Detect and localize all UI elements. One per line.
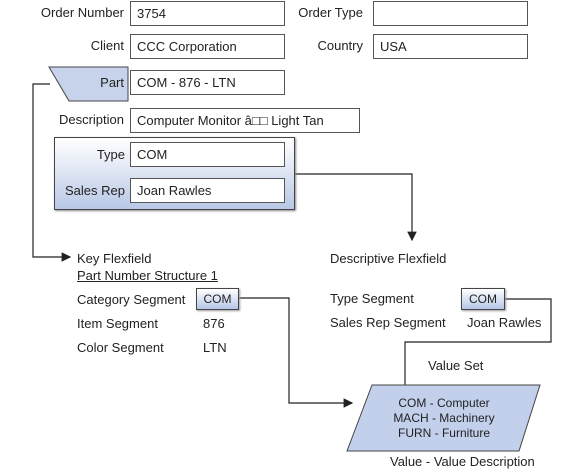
value-set-shape bbox=[346, 384, 541, 452]
order-number-field[interactable]: 3754 bbox=[130, 1, 285, 26]
color-segment-value: LTN bbox=[203, 340, 227, 355]
order-type-field[interactable] bbox=[373, 1, 528, 26]
category-segment-value: COM bbox=[196, 288, 239, 310]
country-field[interactable]: USA bbox=[373, 34, 528, 59]
arrow-type-segment-to-value-set bbox=[400, 298, 552, 395]
arrow-to-descriptive-flexfield bbox=[295, 173, 417, 242]
sales-rep-label: Sales Rep bbox=[65, 183, 125, 198]
descriptive-flexfield-title: Descriptive Flexfield bbox=[330, 251, 447, 266]
part-shape bbox=[48, 66, 129, 102]
type-field[interactable]: COM bbox=[130, 142, 285, 167]
description-field[interactable]: Computer Monitor â□□ Light Tan bbox=[130, 108, 360, 133]
color-segment-label: Color Segment bbox=[77, 340, 164, 355]
client-label: Client bbox=[90, 38, 124, 53]
arrow-category-to-value-set bbox=[239, 297, 354, 408]
value-set-entry: FURN - Furniture bbox=[397, 426, 490, 440]
value-set-entry: COM - Computer bbox=[398, 396, 490, 410]
part-field[interactable]: COM - 876 - LTN bbox=[130, 70, 285, 95]
type-segment-label: Type Segment bbox=[330, 291, 414, 306]
sales-rep-segment-value: Joan Rawles bbox=[467, 315, 542, 330]
item-segment-label: Item Segment bbox=[77, 316, 158, 331]
key-flexfield-title: Key Flexfield bbox=[77, 251, 152, 266]
order-number-label: Order Number bbox=[40, 5, 124, 20]
key-flexfield-structure: Part Number Structure 1 bbox=[77, 268, 218, 283]
client-field[interactable]: CCC Corporation bbox=[130, 34, 285, 59]
value-set-title: Value Set bbox=[428, 358, 484, 373]
arrow-part-to-key-flexfield bbox=[32, 83, 72, 262]
value-set-caption: Value - Value Description bbox=[390, 454, 535, 469]
part-label: Part bbox=[100, 75, 124, 90]
sales-rep-segment-label: Sales Rep Segment bbox=[330, 315, 446, 330]
item-segment-value: 876 bbox=[203, 316, 225, 331]
sales-rep-field[interactable]: Joan Rawles bbox=[130, 178, 285, 203]
description-label: Description bbox=[58, 112, 124, 127]
value-set-entry: MACH - Machinery bbox=[393, 411, 495, 425]
category-segment-label: Category Segment bbox=[77, 292, 186, 307]
order-type-label: Order Type bbox=[298, 5, 363, 20]
type-segment-value: COM bbox=[461, 288, 505, 310]
type-label: Type bbox=[96, 147, 125, 162]
country-label: Country bbox=[317, 38, 363, 53]
